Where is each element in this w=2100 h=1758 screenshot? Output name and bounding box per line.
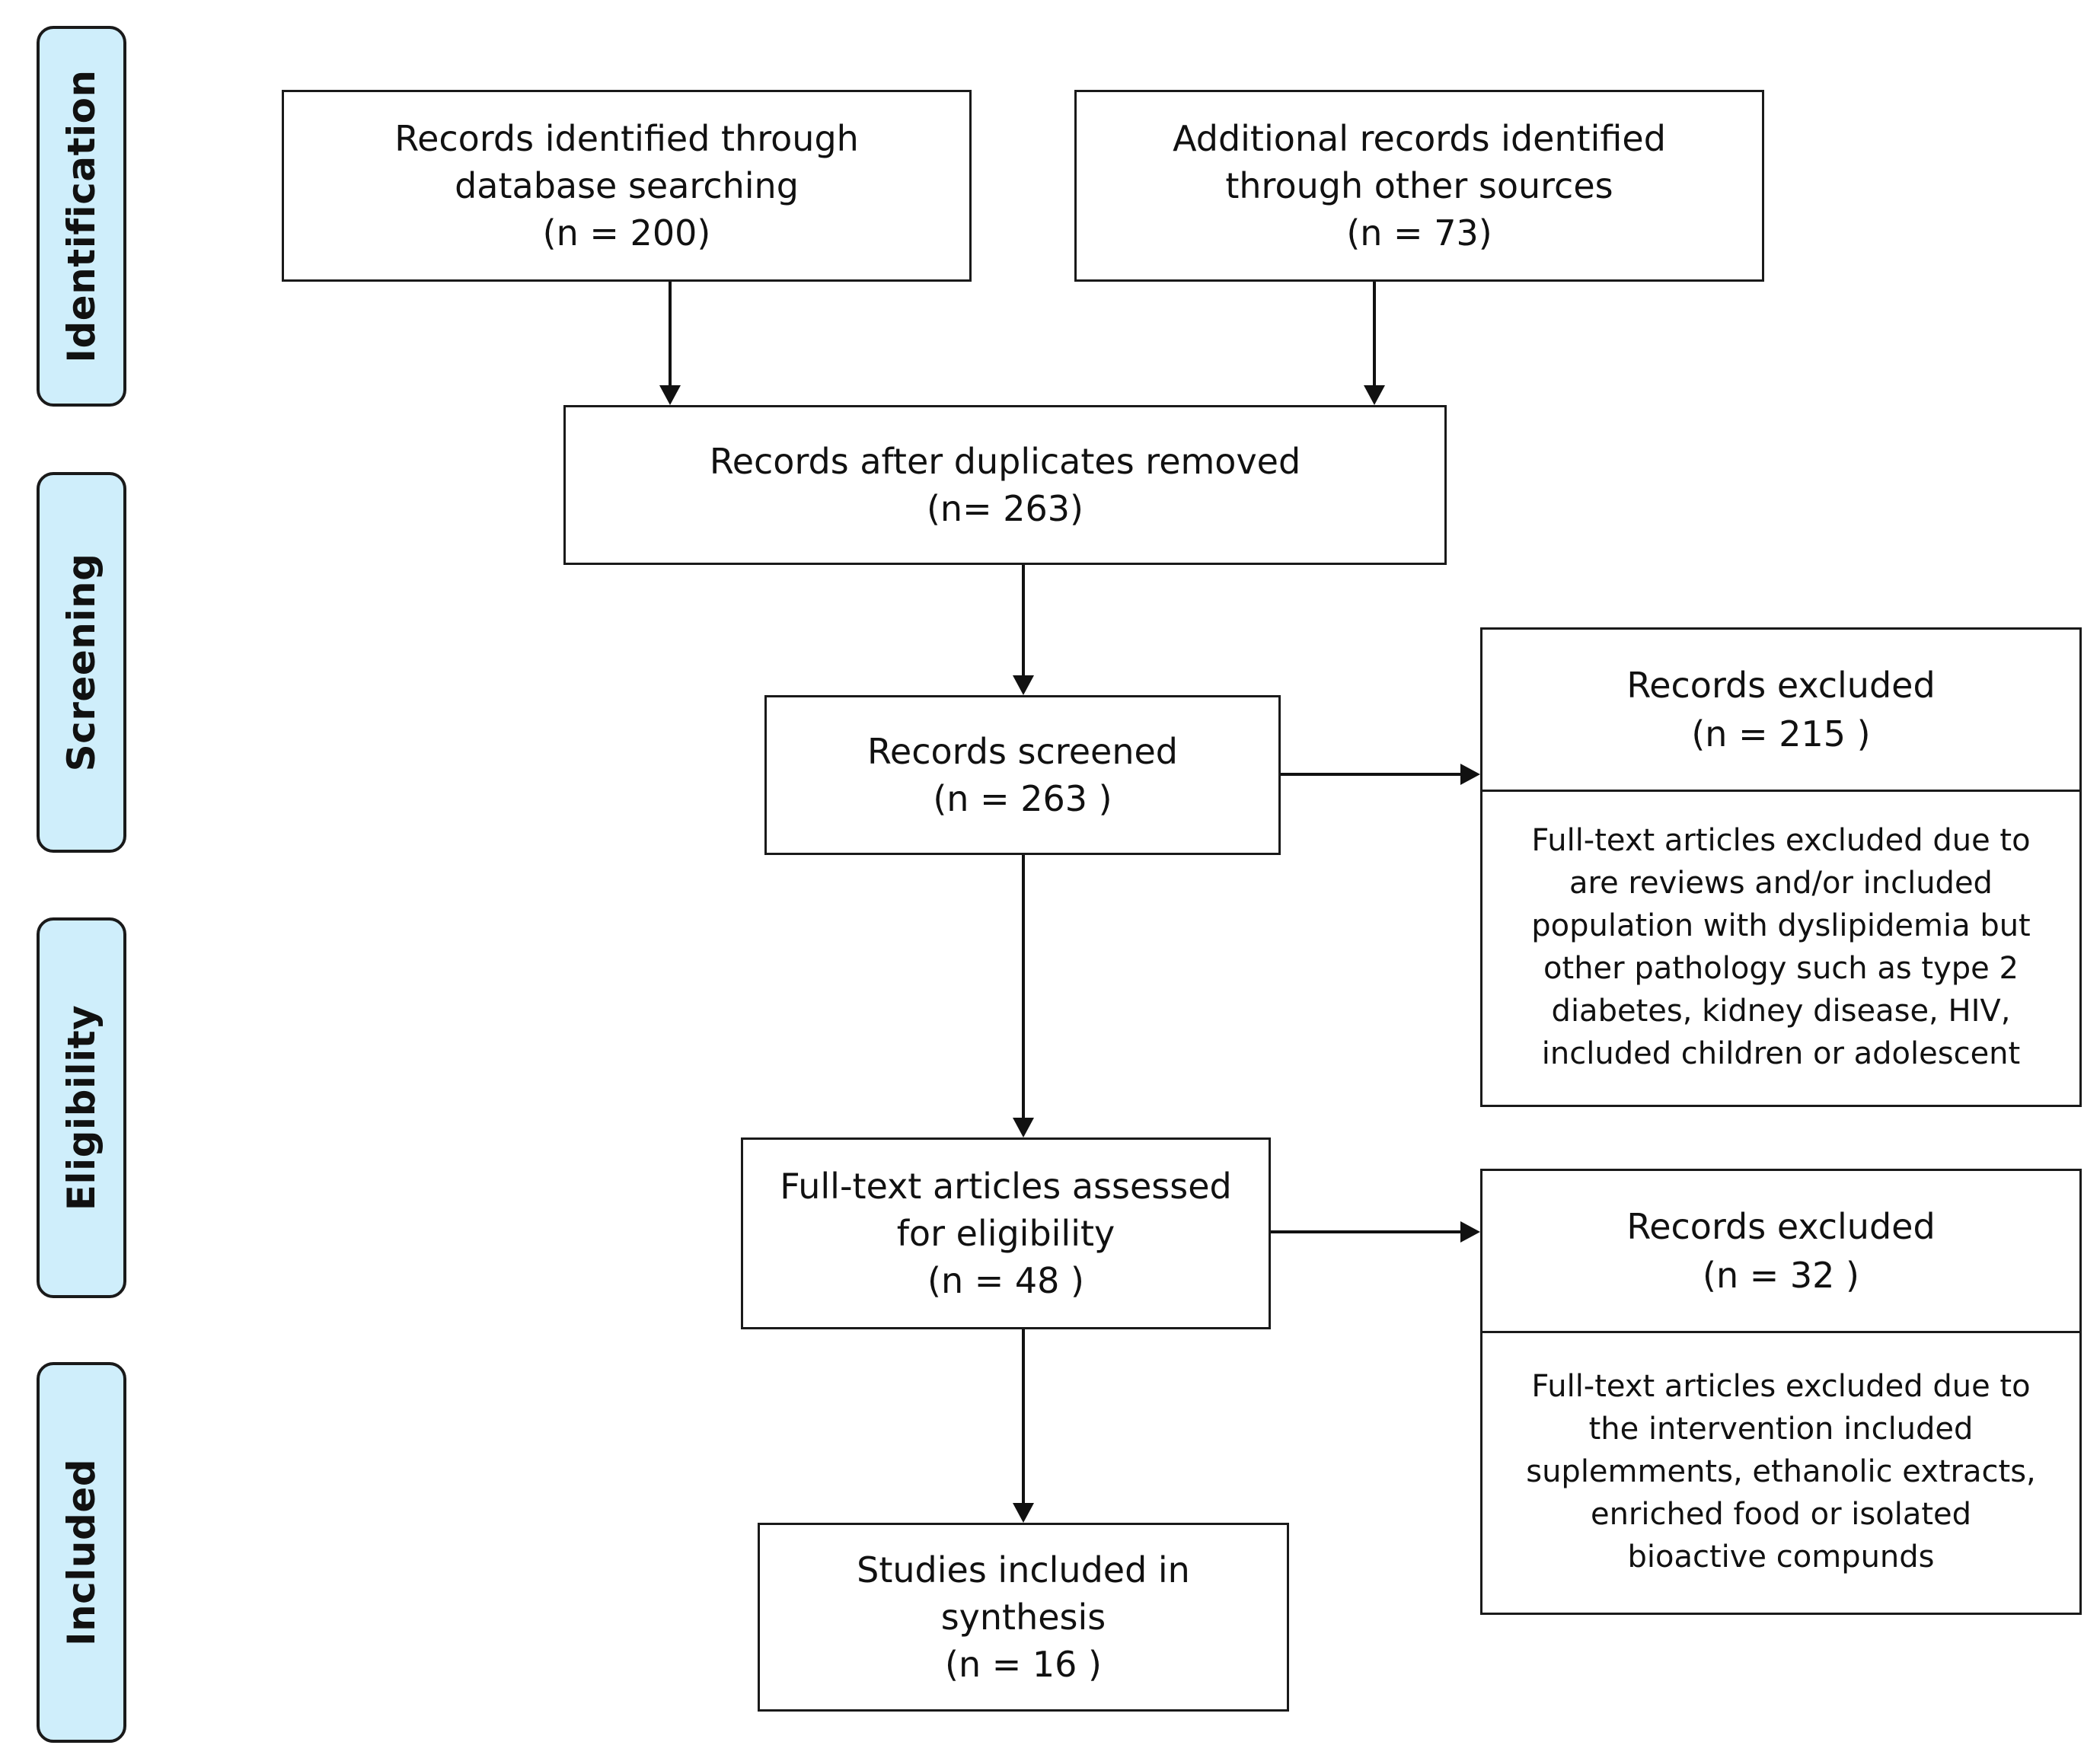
box-line: are reviews and/or included: [1569, 866, 1993, 901]
studies-included-box: Studies included in synthesis (n = 16 ): [758, 1523, 1289, 1712]
arrowhead: [1364, 385, 1385, 405]
duplicates-removed-box: Records after duplicates removed (n= 263…: [563, 405, 1447, 565]
eligibility-exclusion-reason: Full-text articles excluded due to the i…: [1482, 1331, 2079, 1613]
box-line: (n = 73): [1346, 212, 1492, 254]
screening-exclusion-reason: Full-text articles excluded due to are r…: [1482, 790, 2079, 1105]
box-line: Records identified through: [394, 118, 859, 159]
box-line: Studies included in: [857, 1549, 1190, 1590]
arrowhead: [1460, 1221, 1480, 1243]
box-line: suplemments, ethanolic extracts,: [1526, 1454, 2036, 1489]
database-records-box: Records identified through database sear…: [282, 90, 972, 282]
box-line: database searching: [455, 165, 799, 206]
box-line: Additional records identified: [1173, 118, 1666, 159]
box-line: through other sources: [1225, 165, 1613, 206]
box-line: synthesis: [940, 1597, 1106, 1638]
box-line: Records screened: [867, 731, 1178, 772]
screening-exclusion-box: Records excluded (n = 215 ) Full-text ar…: [1480, 627, 2082, 1107]
box-line: Records excluded: [1626, 665, 1936, 706]
box-line: (n = 32 ): [1703, 1255, 1859, 1296]
box-line: included children or adolescent: [1541, 1036, 2021, 1071]
phase-screening: Screening: [37, 472, 126, 853]
arrowhead: [659, 385, 681, 405]
box-line: population with dyslipidemia but: [1531, 908, 2031, 943]
phase-eligibility: Eligibility: [37, 917, 126, 1298]
arrowhead: [1013, 1118, 1034, 1137]
eligibility-exclusion-title: Records excluded (n = 32 ): [1482, 1171, 2079, 1333]
box-line: Records after duplicates removed: [709, 441, 1301, 482]
box-line: bioactive compunds: [1627, 1539, 1935, 1575]
box-line: for eligibility: [896, 1213, 1115, 1254]
eligibility-exclusion-box: Records excluded (n = 32 ) Full-text art…: [1480, 1169, 2082, 1615]
screening-exclusion-title: Records excluded (n = 215 ): [1482, 630, 2079, 792]
arrowhead: [1460, 764, 1480, 785]
eligibility-assessed-box: Full-text articles assessed for eligibil…: [741, 1137, 1271, 1329]
box-line: other pathology such as type 2: [1543, 951, 2019, 986]
box-line: (n = 263 ): [933, 778, 1112, 819]
box-line: (n= 263): [926, 488, 1084, 529]
box-line: (n = 215 ): [1691, 713, 1871, 755]
box-line: (n = 16 ): [945, 1644, 1102, 1685]
box-line: Full-text articles assessed: [780, 1166, 1232, 1207]
box-line: (n = 200): [542, 212, 711, 254]
phase-included: Included: [37, 1362, 126, 1743]
box-line: Full-text articles excluded due to: [1531, 1369, 2031, 1404]
arrowhead: [1013, 675, 1034, 695]
other-sources-box: Additional records identified through ot…: [1074, 90, 1764, 282]
phase-identification: Identification: [37, 26, 126, 407]
box-line: diabetes, kidney disease, HIV,: [1551, 994, 2011, 1029]
box-line: enriched food or isolated: [1590, 1497, 1972, 1532]
box-line: the intervention included: [1588, 1412, 1974, 1447]
box-line: Full-text articles excluded due to: [1531, 823, 2031, 858]
box-line: (n = 48 ): [927, 1260, 1084, 1301]
records-screened-box: Records screened (n = 263 ): [764, 695, 1281, 855]
arrowhead: [1013, 1503, 1034, 1523]
box-line: Records excluded: [1626, 1206, 1936, 1247]
